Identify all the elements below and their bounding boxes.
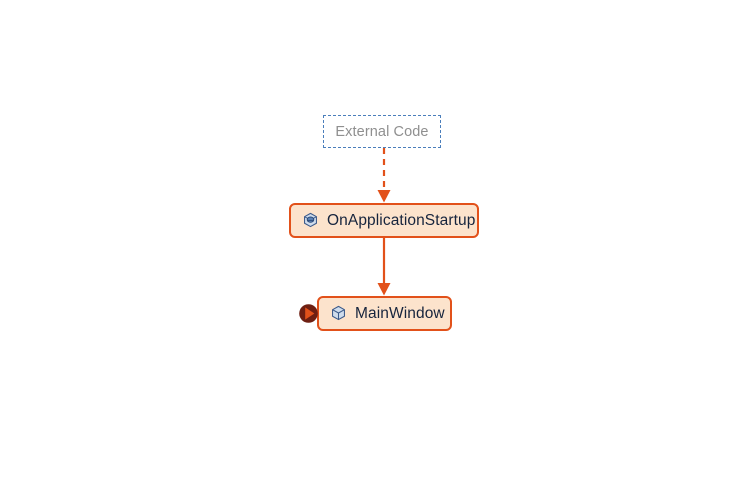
current-execution-marker[interactable] [298,303,319,324]
node-main-window-label: MainWindow [355,304,445,322]
class-cube-icon [332,305,345,321]
method-cube-icon [304,212,317,228]
edge-external-to-startup [377,148,391,203]
node-on-application-startup[interactable]: OnApplicationStartup [289,203,479,238]
node-main-window[interactable]: MainWindow [317,296,452,331]
node-external-code[interactable]: External Code [323,115,441,148]
node-on-application-startup-label: OnApplicationStartup [327,211,476,229]
current-execution-marker-arrow [305,307,315,320]
edge-external-to-startup-arrowhead [377,190,391,203]
edge-startup-to-mainwindow-arrowhead [377,283,391,296]
node-external-code-label: External Code [335,123,429,140]
edge-startup-to-mainwindow [377,238,391,296]
